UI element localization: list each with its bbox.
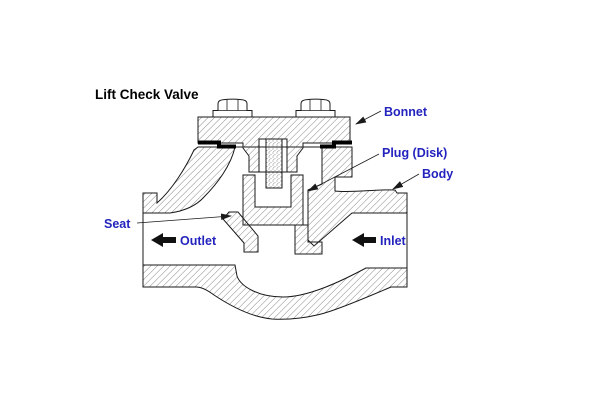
outlet-flow-arrow-icon: [151, 233, 176, 247]
diagram-title: Lift Check Valve: [95, 87, 199, 102]
label-outlet: Outlet: [180, 234, 217, 248]
plug-disk: [242, 174, 304, 226]
gasket-right: [320, 140, 352, 149]
bonnet-leader-line: [355, 110, 382, 125]
label-inlet: Inlet: [380, 234, 407, 248]
inlet-flow-arrow-icon: [352, 233, 376, 247]
seat-left: [222, 211, 259, 253]
seat-leader-line: [136, 213, 232, 224]
label-plug: Plug (Disk): [382, 146, 447, 160]
label-bonnet: Bonnet: [384, 105, 428, 119]
seat-right: [294, 224, 323, 255]
label-body: Body: [422, 167, 453, 181]
body-leader-line: [392, 173, 420, 190]
label-seat: Seat: [104, 217, 131, 231]
bolt-left: [212, 98, 253, 118]
plug-leader-line: [307, 153, 380, 192]
bolt-right: [295, 98, 336, 118]
gasket-left: [198, 140, 236, 149]
leader-lines: [136, 110, 420, 224]
valve-cross-section: [142, 98, 408, 320]
stem: [265, 138, 283, 189]
